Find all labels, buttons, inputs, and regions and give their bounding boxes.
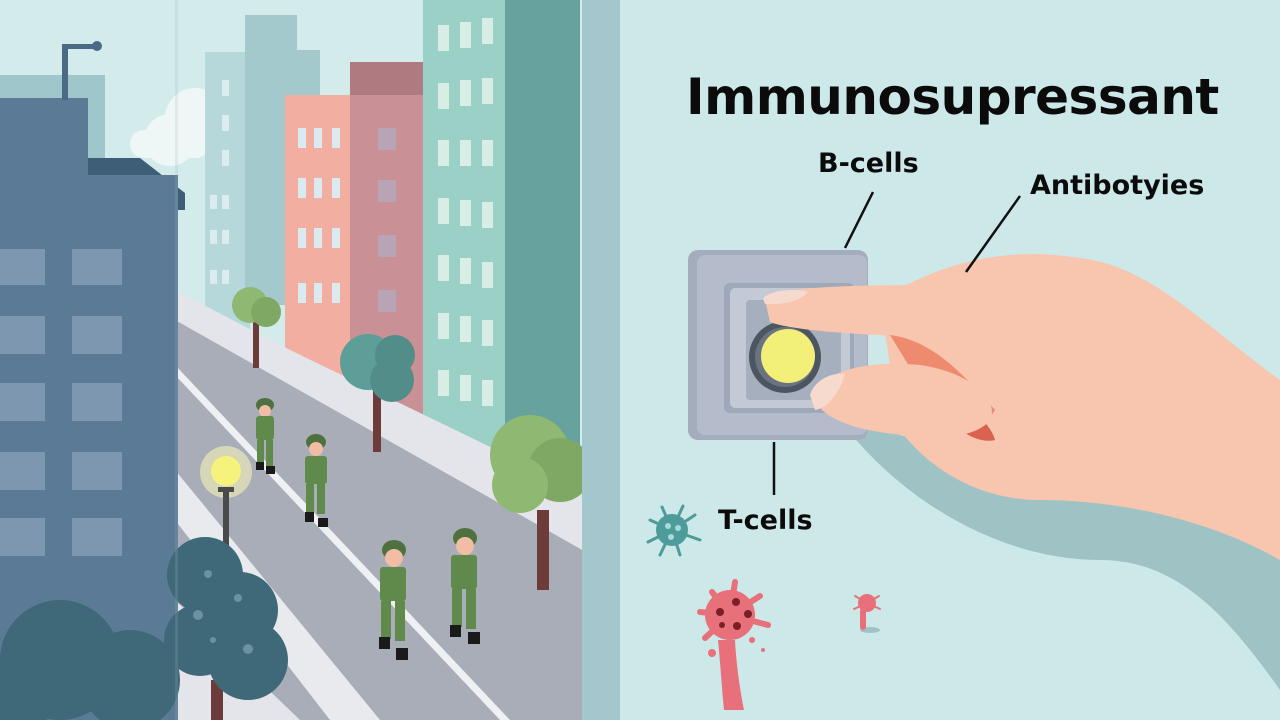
teal-virus-icon <box>646 504 702 557</box>
small-red-virus-icon <box>853 594 881 633</box>
soldier <box>256 398 275 474</box>
tree-dark <box>164 537 288 720</box>
immune-panel <box>620 0 1280 720</box>
divider-wall <box>582 0 620 720</box>
label-t-cells: T-cells <box>718 505 813 536</box>
red-virus-icon <box>697 579 771 710</box>
label-b-cells: B-cells <box>818 148 919 179</box>
hand-shadow <box>840 420 1280 690</box>
label-antibodies: Antibotyies <box>1030 170 1205 201</box>
soldier <box>305 434 328 527</box>
city-scene <box>0 0 600 720</box>
page-title: Immunosupressant <box>686 68 1219 126</box>
soldier <box>450 528 480 644</box>
tree <box>340 334 415 452</box>
tree-dark <box>0 600 180 720</box>
yellow-button[interactable] <box>749 321 821 393</box>
hand <box>763 254 1280 560</box>
tree <box>490 415 592 590</box>
leader-lines <box>772 191 1022 495</box>
street-lamp <box>200 446 252 550</box>
building-teal <box>423 0 580 495</box>
soldier <box>379 540 408 660</box>
building-light-blue <box>205 52 250 332</box>
tree <box>232 287 281 368</box>
